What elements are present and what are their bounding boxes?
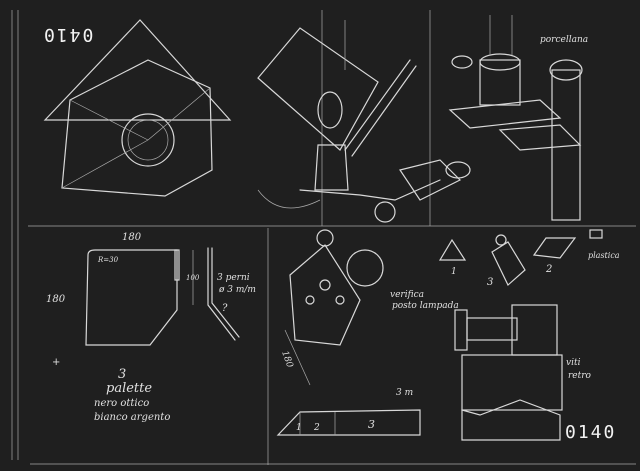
strip-part-2: 2 — [313, 423, 320, 433]
holder-sketch-top-right — [448, 15, 583, 221]
screws-label-2: retro — [568, 371, 592, 381]
screws-label-1: viti — [566, 358, 581, 368]
part-label-1: 1 — [451, 267, 457, 277]
dim-slot: 100 — [186, 274, 200, 282]
part-label-2: 2 — [545, 264, 552, 275]
sheet-code-bottom: 0140 — [565, 422, 617, 443]
sheet-code-top: 0410 — [42, 24, 94, 45]
porcelain-label: porcellana — [540, 35, 588, 45]
flat-pattern-sketch: + — [52, 247, 240, 368]
lamp-sketch-top-left — [43, 19, 232, 197]
verify-note-2: posto lampada — [392, 301, 459, 311]
dim-width: 180 — [122, 232, 142, 243]
count-label: 3 — [118, 367, 126, 382]
verify-note-1: verifica — [390, 290, 424, 300]
strip-part-1: 1 — [296, 423, 302, 433]
lamp-sketch-top-center — [257, 20, 471, 223]
dim-diagonal: 180 — [279, 350, 294, 370]
dim-height: 180 — [46, 294, 66, 305]
spiral-binding — [11, 10, 19, 460]
question-mark: ? — [222, 303, 228, 314]
part-icons — [438, 229, 603, 286]
pins-line1: 3 perni — [217, 273, 250, 283]
panel-dividers — [28, 10, 636, 465]
part-label-3: 3 — [487, 277, 493, 288]
strip-part-3: 3 — [368, 418, 375, 431]
triangle-parts-sketch — [276, 229, 421, 436]
color-label-1: nero ottico — [94, 398, 149, 409]
clamp-sketch-bottom-right — [454, 304, 563, 441]
radius-label: R=30 — [97, 256, 119, 264]
color-label-2: bianco argento — [94, 412, 170, 423]
thickness-label: 3 m — [396, 388, 413, 398]
svg-text:+: + — [52, 357, 60, 368]
plastic-label: plastica — [588, 251, 620, 260]
pins-line2: ø 3 m/m — [218, 285, 256, 295]
palette-label: palette — [106, 381, 152, 396]
